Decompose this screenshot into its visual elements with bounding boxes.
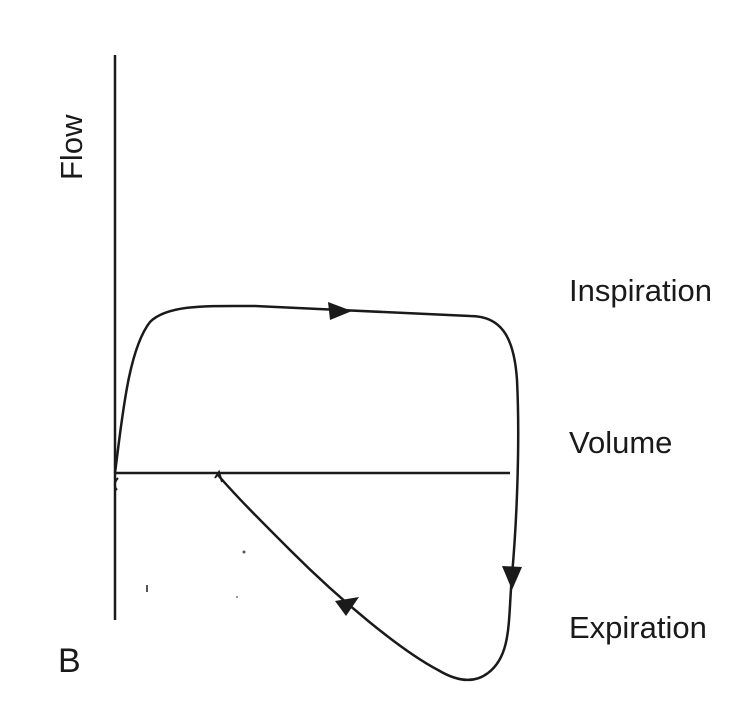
inspiration-curve xyxy=(113,304,520,674)
expiration-start-tick-mark xyxy=(214,469,223,483)
expiration-label: Expiration xyxy=(569,610,707,645)
speck-mark xyxy=(236,596,238,598)
volume-axis-label: Volume xyxy=(569,425,673,460)
speck-mark xyxy=(242,550,246,554)
expiration-arrowhead xyxy=(335,597,359,616)
inspiration-arrowhead xyxy=(328,302,352,320)
panel-label: B xyxy=(58,642,81,680)
speck-mark xyxy=(146,585,148,592)
expiration-curve xyxy=(217,474,489,681)
descending-arrowhead xyxy=(502,566,522,590)
origin-tick-mark xyxy=(113,477,119,491)
inspiration-label: Inspiration xyxy=(569,273,713,308)
flow-axis-label: Flow xyxy=(54,114,89,180)
